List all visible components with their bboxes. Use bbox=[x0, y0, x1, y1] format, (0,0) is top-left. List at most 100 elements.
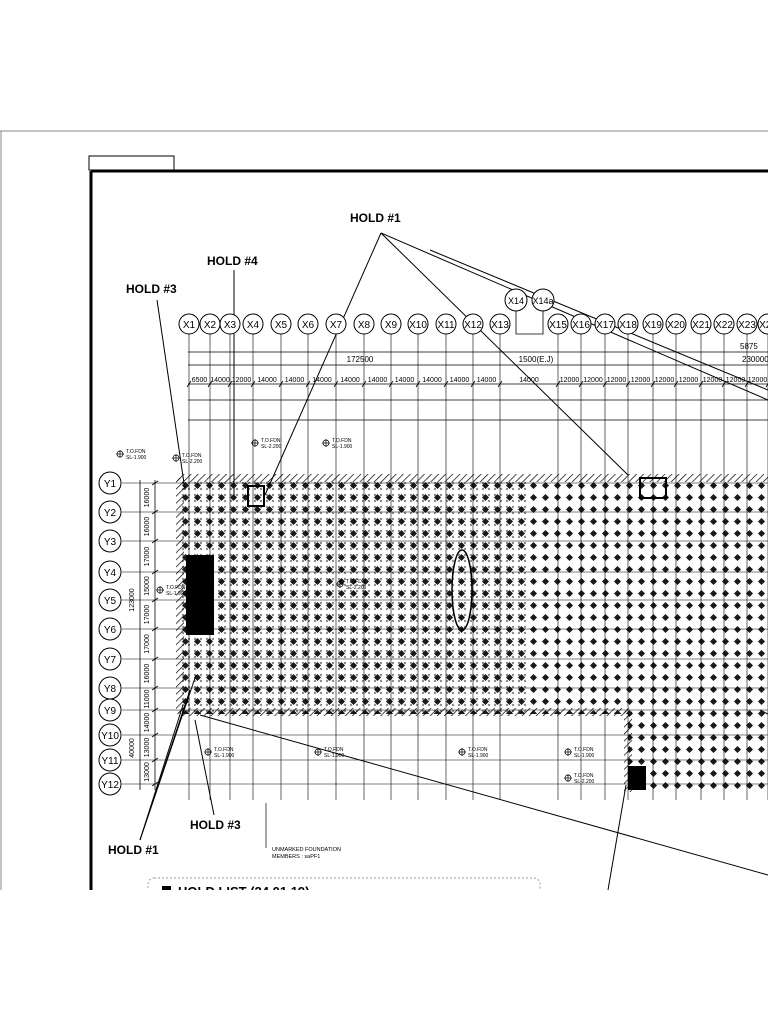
x-dimension-value: 14000 bbox=[477, 377, 497, 384]
x-grid-bubble: X1 bbox=[178, 313, 200, 335]
y-dimension-value: 15000 bbox=[144, 576, 151, 596]
dim-right-span: 230000 bbox=[742, 355, 768, 364]
tof-title: T.O.FDN bbox=[468, 747, 488, 753]
x-dimension-value: 14000 bbox=[210, 377, 230, 384]
tof-title: T.O.FDN bbox=[574, 747, 594, 753]
x-grid-bubble: X12 bbox=[462, 313, 484, 335]
dimension-lines bbox=[139, 351, 768, 790]
x-grid-label: X22 bbox=[715, 320, 733, 331]
tof-title: T.O.FDN bbox=[574, 773, 594, 779]
x-grid-label: X16 bbox=[572, 320, 590, 331]
tof-value: SL-1.900 bbox=[126, 455, 147, 461]
y-grid-label: Y1 bbox=[104, 479, 117, 490]
x-grid-label: X23 bbox=[738, 320, 756, 331]
y-grid-label: Y5 bbox=[104, 596, 117, 607]
x-dimension-value: 14000 bbox=[312, 377, 332, 384]
y-dimension-value: 16000 bbox=[144, 517, 151, 537]
y-grid-bubble: Y4 bbox=[98, 560, 122, 584]
y-grid-label: Y11 bbox=[101, 756, 118, 767]
foundation-plan bbox=[176, 474, 768, 792]
x-dimension-value: 12000 bbox=[560, 377, 580, 384]
tof-value: SL-1.900 bbox=[468, 753, 489, 759]
y-grid-bubble: Y2 bbox=[98, 500, 122, 524]
x-grid-label: X11 bbox=[437, 320, 454, 331]
y-grid-label: Y12 bbox=[101, 780, 119, 791]
x-grid-bubble: X6 bbox=[297, 313, 319, 335]
y-dimension-value: 17000 bbox=[144, 605, 151, 625]
x-grid-label: X3 bbox=[224, 320, 237, 331]
tof-title: T.O.FDN bbox=[332, 438, 352, 444]
tof-title: T.O.FDN bbox=[261, 438, 281, 444]
page-bottom-margin bbox=[0, 890, 768, 1024]
x-grid-bubble: X15 bbox=[547, 313, 569, 335]
y-grid-bubble: Y1 bbox=[98, 471, 122, 495]
tof-title: T.O.FDN bbox=[166, 585, 186, 591]
tof-value: SL-1.900 bbox=[166, 591, 187, 597]
tof-title: T.O.FDN bbox=[346, 579, 366, 585]
hold-leader-lines bbox=[139, 232, 768, 891]
hold-3-top-label: HOLD #3 bbox=[126, 282, 177, 296]
y-grid-label: Y3 bbox=[104, 537, 117, 548]
tof-value: SL-2.200 bbox=[574, 779, 595, 785]
x-grid-label: X20 bbox=[667, 320, 685, 331]
y-dimension-total: 123000 bbox=[129, 588, 136, 611]
y-dimension-total: 40000 bbox=[129, 738, 136, 758]
tof-value: SL-2.200 bbox=[182, 459, 203, 465]
x-grid-label: X19 bbox=[644, 320, 662, 331]
overall-dimensions: 172500 1500(E.J) 230000 5875 bbox=[347, 342, 768, 364]
x-dimension-value: 14000 bbox=[257, 377, 277, 384]
tof-title: T.O.FDN bbox=[126, 449, 146, 455]
x-dimension-tick bbox=[765, 383, 768, 388]
y-grid-label: Y2 bbox=[104, 508, 117, 519]
tof-value: SL-1.900 bbox=[574, 753, 595, 759]
x-grid-label: X5 bbox=[275, 320, 288, 331]
x-grid-label: X24 bbox=[759, 320, 768, 331]
tof-title: T.O.FDN bbox=[182, 453, 202, 459]
y-grid-label: Y4 bbox=[104, 568, 117, 579]
y-grid-label: Y8 bbox=[104, 684, 117, 695]
tof-title: T.O.FDN bbox=[214, 747, 234, 753]
unmarked-foundation-note: UNMARKED FOUNDATION MEMBERS : saPF1 bbox=[265, 803, 341, 860]
note-line-1: UNMARKED FOUNDATION bbox=[272, 847, 341, 853]
x-grid-bubble: X24 bbox=[757, 313, 768, 335]
x-dimension-value: 6500 bbox=[192, 377, 208, 384]
hold-labels: HOLD #1 HOLD #4 HOLD #3 HOLD #3 HOLD #1 bbox=[108, 211, 401, 857]
tof-value: SL-2.200 bbox=[346, 585, 367, 591]
tof-title: T.O.FDN bbox=[324, 747, 344, 753]
y-dimension-value: 13000 bbox=[144, 738, 151, 758]
x-grid-label: X10 bbox=[409, 320, 427, 331]
x-dimension-value: 12000 bbox=[679, 377, 699, 384]
y-grid-label: Y10 bbox=[101, 731, 119, 742]
x-grid-bubble: X22 bbox=[713, 313, 735, 335]
x-grid-label: X6 bbox=[302, 320, 315, 331]
y-dimension-value: 17000 bbox=[144, 634, 151, 654]
dim-top-total: 5875 bbox=[740, 342, 758, 351]
tof-value: SL-1.900 bbox=[324, 753, 345, 759]
x-grid-bubble: X2 bbox=[199, 313, 221, 335]
x-grid-label: X9 bbox=[385, 320, 398, 331]
x-dimension-value: 12000 bbox=[583, 377, 603, 384]
x-grid-bubble: X20 bbox=[665, 313, 687, 335]
x-grid-upper-label: X14 bbox=[508, 296, 524, 306]
x-grid-bubble: X18 bbox=[617, 313, 639, 335]
x-grid-bubble: X21 bbox=[690, 313, 712, 335]
x-grid-label: X18 bbox=[619, 320, 637, 331]
x-dimension-value: 14000 bbox=[422, 377, 442, 384]
x-grid-label: X21 bbox=[692, 320, 710, 331]
y-grid-bubble: Y11 bbox=[98, 748, 122, 772]
y-grid-bubble: Y6 bbox=[98, 617, 122, 641]
y-grid-bubble: Y7 bbox=[98, 647, 122, 671]
x-grid-bubble: X17 bbox=[594, 313, 616, 335]
y-grid-bubble: Y3 bbox=[98, 529, 122, 553]
x-grid-label: X2 bbox=[204, 320, 217, 331]
y-grid-label: Y9 bbox=[104, 706, 117, 717]
dim-left-span: 172500 bbox=[347, 355, 374, 364]
